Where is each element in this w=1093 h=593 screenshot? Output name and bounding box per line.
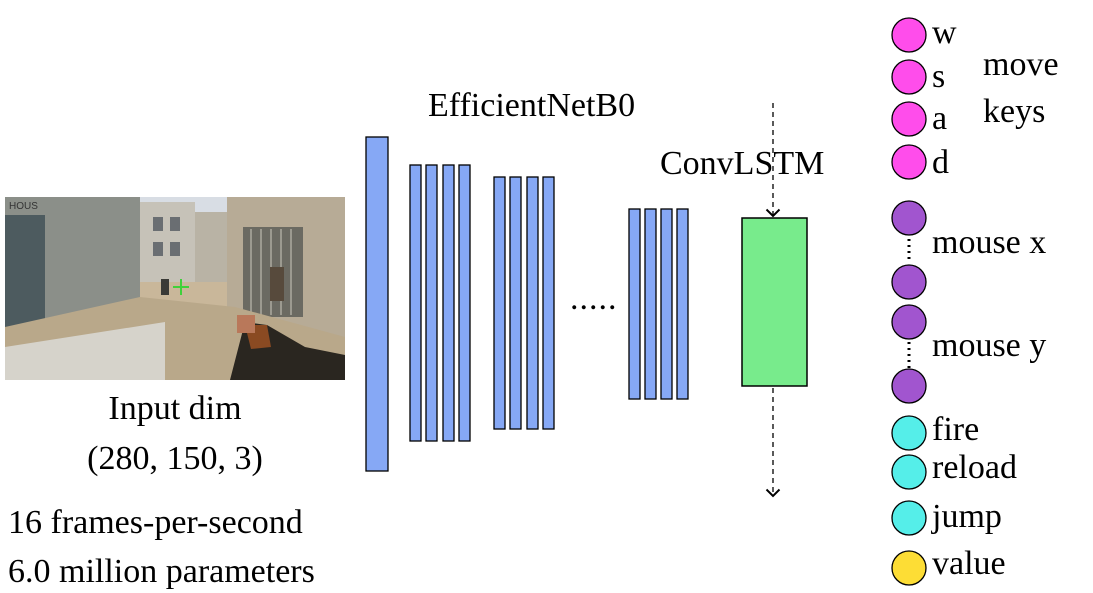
value-circle: [891, 550, 927, 586]
block1-layer-1: [409, 164, 422, 442]
move-caption-1: move: [983, 46, 1059, 83]
mouse-x-circle-top: [891, 200, 927, 236]
backbone-label: EfficientNetB0: [428, 87, 636, 124]
key-a-circle: [891, 101, 927, 137]
block2-layer-2: [509, 176, 522, 430]
value-label: value: [932, 545, 1006, 582]
svg-text:HOUS: HOUS: [9, 201, 38, 212]
key-w-circle: [891, 17, 927, 53]
fps-text: 16 frames-per-second: [8, 504, 303, 541]
block2-layer-3: [526, 176, 539, 430]
output-circles: [891, 17, 927, 586]
block-last-layer-3: [660, 208, 673, 400]
block2-layer-4: [542, 176, 555, 430]
key-d-label: d: [932, 144, 949, 181]
reload-circle: [891, 454, 927, 490]
mouse-x-circle-bottom: [891, 264, 927, 300]
jump-label: jump: [932, 498, 1002, 535]
efficientnet-layers: [365, 136, 689, 472]
ellipsis-label: .....: [570, 280, 618, 317]
mouse-x-label: mouse x: [932, 224, 1047, 261]
mouse-y-circle-top: [891, 304, 927, 340]
input-image: HOUS: [5, 197, 345, 380]
fire-label: fire: [932, 411, 980, 448]
block-last-layer-4: [676, 208, 689, 400]
block-last-layer-1: [628, 208, 641, 400]
input-dim-label: Input dim: [108, 390, 242, 427]
reload-label: reload: [932, 449, 1017, 486]
mouse-y-circle-bottom: [891, 368, 927, 404]
stem-layer: [365, 136, 389, 472]
block1-layer-3: [442, 164, 455, 442]
key-s-circle: [891, 59, 927, 95]
block-last-layer-2: [644, 208, 657, 400]
game-scene-image: HOUS: [5, 197, 345, 380]
mouse-y-label: mouse y: [932, 327, 1047, 364]
move-caption-2: keys: [983, 93, 1046, 130]
key-w-label: w: [932, 14, 957, 51]
jump-circle: [891, 500, 927, 536]
input-dim-value: (280, 150, 3): [87, 440, 263, 477]
fire-circle: [891, 415, 927, 451]
block1-layer-4: [458, 164, 471, 442]
key-s-label: s: [932, 58, 946, 95]
convlstm-label: ConvLSTM: [660, 145, 825, 182]
params-text: 6.0 million parameters: [8, 553, 315, 590]
block1-layer-2: [425, 164, 438, 442]
block2-layer-1: [493, 176, 506, 430]
key-a-label: a: [932, 100, 948, 137]
key-d-circle: [891, 144, 927, 180]
convlstm-block: [741, 217, 808, 387]
